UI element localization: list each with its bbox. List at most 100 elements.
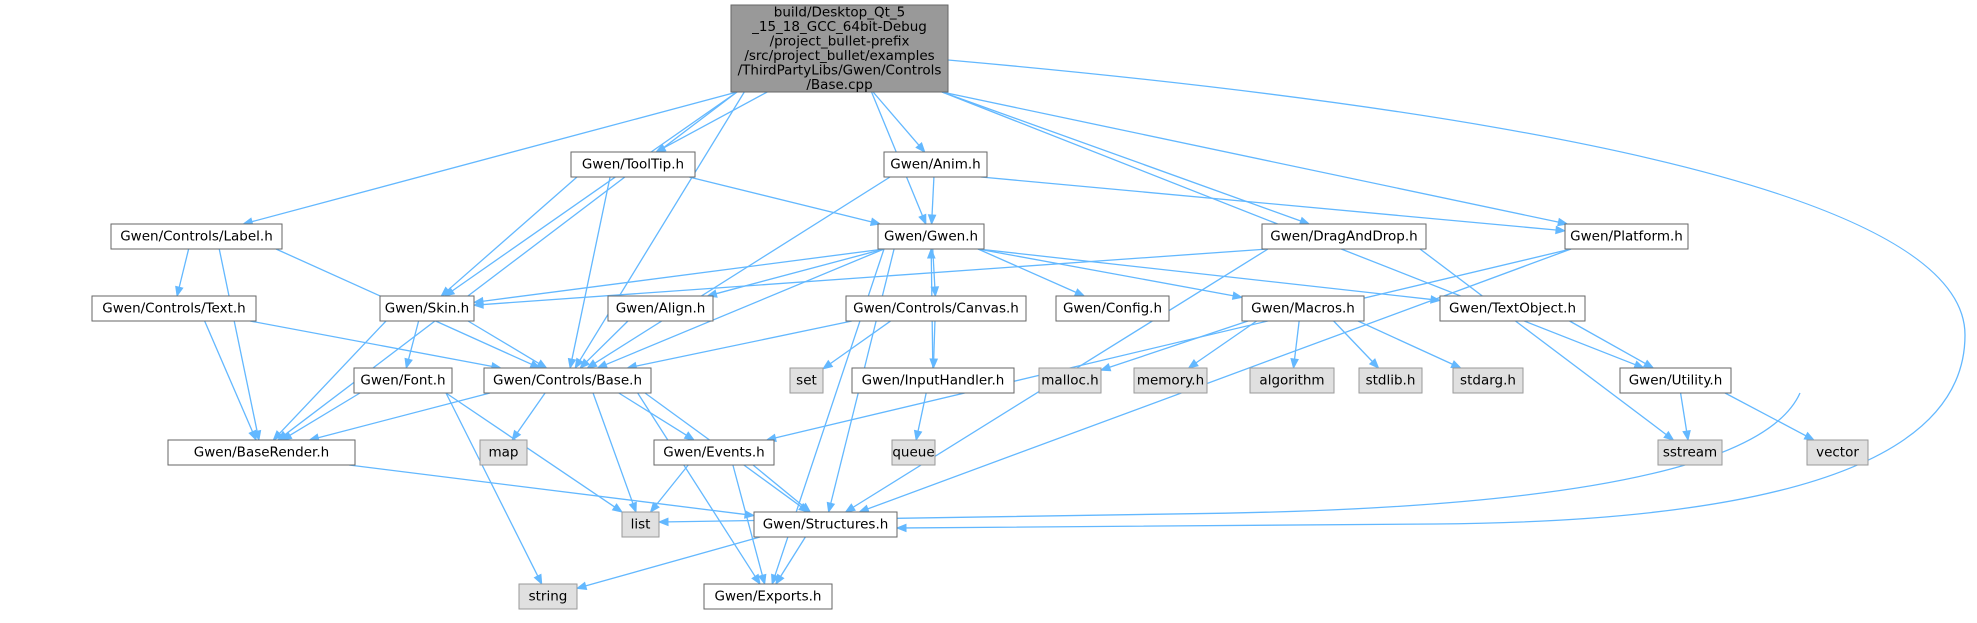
edge-line bbox=[1419, 248, 1667, 436]
edge-root-to-platform bbox=[941, 91, 1569, 227]
node-label: Gwen/Controls/Canvas.h bbox=[853, 301, 1019, 317]
edge-arrowhead bbox=[844, 503, 856, 513]
edge-events-to-list bbox=[649, 464, 689, 514]
edge-line bbox=[592, 392, 634, 504]
edge-line bbox=[933, 320, 936, 360]
node-exports[interactable]: Gwen/Exports.h bbox=[703, 583, 833, 610]
edge-line bbox=[451, 91, 738, 292]
edge-line bbox=[348, 464, 746, 516]
edge-gwen-to-textobject bbox=[977, 248, 1442, 304]
edge-line bbox=[931, 176, 935, 216]
node-label: Gwen/Config.h bbox=[1063, 301, 1162, 317]
edge-macros-to-stdlib bbox=[1333, 320, 1380, 369]
node-config[interactable]: Gwen/Config.h bbox=[1055, 295, 1170, 322]
node-tooltip[interactable]: Gwen/ToolTip.h bbox=[570, 151, 696, 178]
node-baserender[interactable]: Gwen/BaseRender.h bbox=[167, 439, 356, 466]
node-queue: queue bbox=[891, 439, 936, 466]
node-label: Gwen/Controls/Base.h bbox=[493, 373, 642, 389]
edge-line bbox=[482, 248, 1269, 306]
edge-gwen-to-macros bbox=[977, 248, 1244, 300]
edge-line bbox=[585, 536, 761, 587]
edge-skin-to-font bbox=[404, 320, 420, 370]
edge-arrowhead bbox=[574, 357, 584, 370]
edge-line bbox=[586, 320, 629, 363]
edge-line bbox=[980, 176, 1557, 231]
node-canvas[interactable]: Gwen/Controls/Canvas.h bbox=[845, 295, 1027, 322]
node-label: _15_18_GCC_64bit-Debug bbox=[751, 19, 927, 35]
edge-line bbox=[447, 176, 578, 291]
edge-line bbox=[251, 91, 738, 223]
node-font[interactable]: Gwen/Font.h bbox=[353, 367, 453, 394]
node-text[interactable]: Gwen/Controls/Text.h bbox=[91, 295, 257, 322]
edge-line bbox=[941, 91, 1301, 222]
edge-events-to-exports bbox=[732, 464, 767, 586]
node-box bbox=[1439, 295, 1586, 322]
node-label: build/Desktop_Qt_5 bbox=[774, 4, 905, 20]
node-align[interactable]: Gwen/Align.h bbox=[607, 295, 714, 322]
edge-arrowhead bbox=[1099, 363, 1112, 372]
edge-line bbox=[941, 91, 1559, 223]
edge-arrowhead bbox=[915, 141, 926, 154]
edge-inputhandler-to-queue bbox=[913, 392, 927, 442]
node-box bbox=[1806, 439, 1869, 466]
edge-text-to-baserender bbox=[204, 320, 257, 442]
node-platform[interactable]: Gwen/Platform.h bbox=[1564, 223, 1689, 250]
edge-textobject-to-utility bbox=[1569, 320, 1655, 369]
node-skin[interactable]: Gwen/Skin.h bbox=[379, 295, 475, 322]
node-box bbox=[167, 439, 356, 466]
edge-line bbox=[618, 392, 687, 436]
edge-base-to-map bbox=[511, 392, 546, 442]
node-macros[interactable]: Gwen/Macros.h bbox=[1241, 295, 1365, 322]
edge-line bbox=[482, 248, 885, 302]
edge-base-to-list bbox=[592, 392, 637, 514]
node-box bbox=[877, 223, 985, 250]
edge-arrowhead bbox=[913, 429, 923, 442]
edge-layer bbox=[175, 59, 1966, 590]
node-inputhandler[interactable]: Gwen/InputHandler.h bbox=[851, 367, 1015, 394]
node-anim[interactable]: Gwen/Anim.h bbox=[883, 151, 988, 178]
edge-arrowhead bbox=[1663, 430, 1675, 441]
edge-label-to-baserender bbox=[218, 248, 262, 442]
edge-arrowhead bbox=[1642, 359, 1655, 369]
node-structures[interactable]: Gwen/Structures.h bbox=[753, 511, 898, 538]
edge-utility-to-sstream bbox=[1679, 392, 1691, 442]
edge-arrowhead bbox=[175, 285, 184, 298]
edge-root-to-tooltip bbox=[654, 91, 768, 153]
edge-line bbox=[635, 320, 853, 367]
edge-line bbox=[204, 320, 254, 432]
node-list: list bbox=[621, 511, 660, 538]
edge-arrowhead bbox=[511, 429, 522, 442]
edge-line bbox=[775, 248, 1572, 439]
node-label[interactable]: Gwen/Controls/Label.h bbox=[110, 223, 283, 250]
edge-arrowhead bbox=[826, 501, 836, 514]
node-utility[interactable]: Gwen/Utility.h bbox=[1619, 367, 1732, 394]
edge-font-to-list bbox=[445, 392, 624, 513]
node-events[interactable]: Gwen/Events.h bbox=[653, 439, 775, 466]
edge-canvas-to-base bbox=[625, 320, 853, 371]
node-textobject[interactable]: Gwen/TextObject.h bbox=[1439, 295, 1586, 322]
edge-arrowhead bbox=[575, 581, 588, 590]
node-string: string bbox=[518, 583, 578, 610]
edge-canvas-to-inputhandler bbox=[929, 320, 939, 370]
edge-arrowhead bbox=[533, 573, 543, 586]
edge-skin-to-baserender bbox=[272, 320, 387, 441]
edge-arrowhead bbox=[1231, 291, 1244, 300]
edge-line bbox=[605, 248, 885, 366]
node-dnd[interactable]: Gwen/DragAndDrop.h bbox=[1261, 223, 1427, 250]
edge-line bbox=[279, 320, 387, 434]
node-label: stdlib.h bbox=[1366, 373, 1416, 389]
node-root[interactable]: build/Desktop_Qt_5_15_18_GCC_64bit-Debug… bbox=[730, 4, 949, 93]
edge-line bbox=[318, 392, 491, 439]
edge-line bbox=[1724, 392, 1807, 437]
node-label: Gwen/DragAndDrop.h bbox=[1270, 229, 1417, 245]
edge-root-to-structures bbox=[895, 59, 1966, 533]
edge-arrowhead bbox=[1555, 225, 1567, 235]
edge-line bbox=[249, 320, 493, 367]
edge-line bbox=[218, 248, 258, 432]
edge-line bbox=[752, 464, 804, 507]
node-box bbox=[570, 151, 696, 178]
node-gwen[interactable]: Gwen/Gwen.h bbox=[877, 223, 985, 250]
node-base[interactable]: Gwen/Controls/Base.h bbox=[483, 367, 652, 394]
node-label: Gwen/TextObject.h bbox=[1449, 301, 1576, 317]
